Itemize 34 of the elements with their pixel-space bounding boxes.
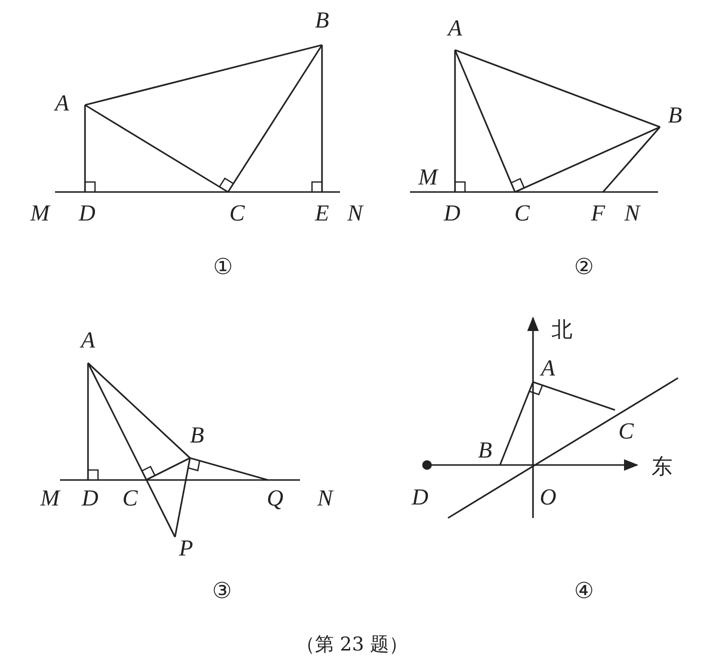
point-label: Q (266, 486, 284, 510)
point-label: P (178, 536, 194, 560)
figure-number: ① (213, 257, 233, 279)
point-label: A (80, 328, 96, 352)
point-label: N (317, 486, 333, 510)
point-label: B (668, 104, 682, 126)
point-label: A (54, 92, 70, 114)
point-label: N (347, 202, 363, 224)
point-label: C (514, 202, 530, 224)
point-label: B (478, 438, 492, 462)
point-label: E (314, 202, 330, 224)
point-label: C (229, 202, 245, 224)
point-label: O (540, 486, 556, 508)
point-label: A (540, 356, 556, 380)
point-label: C (122, 486, 138, 510)
point-label: M (418, 166, 438, 188)
figure-number: ② (574, 257, 594, 279)
point-label: N (624, 202, 640, 224)
figure-number: ③ (212, 581, 232, 603)
point-label: D (444, 202, 460, 224)
point-label: D (412, 486, 428, 508)
point-label: F (590, 202, 606, 224)
point-label: B (190, 424, 204, 446)
point-label: C (618, 420, 634, 442)
figure-number: ④ (574, 581, 594, 603)
point-label: M (40, 486, 60, 510)
point-label: B (314, 8, 330, 32)
direction-label: 北 (552, 320, 572, 340)
point-label: A (448, 16, 462, 40)
point-label: D (82, 486, 98, 510)
point-label: M (30, 202, 50, 224)
point-label: D (78, 202, 96, 224)
caption: （第 23 题） (296, 636, 408, 654)
direction-label: 东 (652, 456, 672, 478)
